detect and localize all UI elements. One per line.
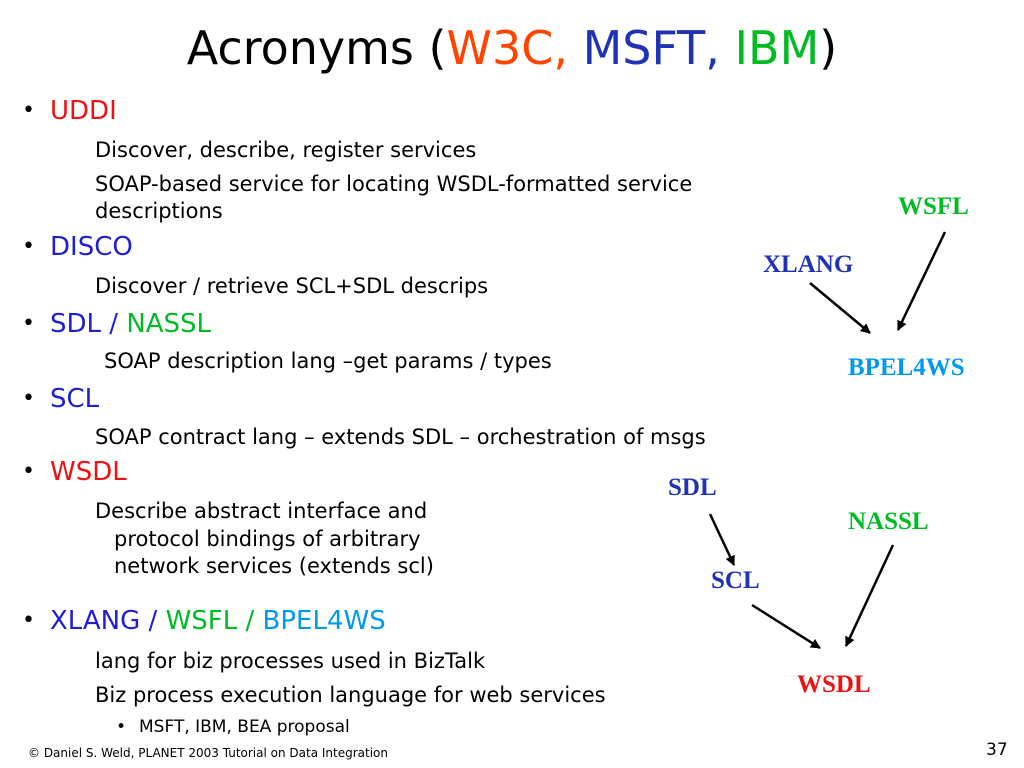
bullet-uddi: • (22, 98, 35, 123)
item-sdl-label2: NASSL (126, 309, 212, 339)
arrow-wsfl-to-bpel4ws (896, 231, 947, 331)
item-uddi-label: UDDI (50, 96, 117, 126)
arrow-scl-to-wsdl (751, 603, 821, 650)
item-xlang-label: XLANG / WSFL / BPEL4WS (50, 605, 386, 637)
item-wsdl-sub1c: network services (extends scl) (114, 554, 434, 578)
item-sdl-label1: SDL / (50, 309, 119, 339)
title-prefix: Acronyms ( (186, 21, 447, 75)
slide-title: Acronyms (W3C, MSFT, IBM) (0, 16, 1024, 80)
title-w3c: W3C, (446, 21, 568, 75)
item-uddi-sub2b: descriptions (95, 199, 223, 223)
arrow-sdl-to-scl (708, 513, 736, 566)
bullet-scl: • (22, 386, 35, 411)
title-ibm: IBM (734, 21, 820, 75)
item-disco-sub1: Discover / retrieve SCL+SDL descrips (95, 274, 489, 298)
bullet-xlang-sub3: • (116, 717, 127, 737)
item-sdl-label: SDL / NASSL (50, 308, 211, 340)
item-uddi-sub1: Discover, describe, register services (95, 138, 477, 162)
title-suffix: ) (819, 21, 838, 75)
bullet-sdl: • (22, 311, 35, 336)
diagram-node-sdl: SDL (668, 474, 717, 501)
bullet-disco: • (22, 234, 35, 259)
item-disco-label: DISCO (50, 232, 133, 262)
page-number: 37 (986, 740, 1008, 760)
item-scl-sub1: SOAP contract lang – extends SDL – orche… (95, 425, 706, 449)
diagram-node-bpel4ws: BPEL4WS (848, 354, 965, 381)
footer-credit: © Daniel S. Weld, PLANET 2003 Tutorial o… (28, 746, 388, 760)
arrow-nassl-to-wsdl (844, 544, 895, 647)
diagram-node-wsdl: WSDL (797, 671, 871, 698)
item-scl-label: SCL (50, 384, 100, 414)
bullet-wsdl: • (22, 459, 35, 484)
item-xlang-label2: WSFL / (165, 606, 255, 636)
item-xlang-label3: BPEL4WS (262, 606, 386, 636)
diagram-node-wsfl: WSFL (898, 193, 969, 220)
title-msft: MSFT, (582, 21, 720, 75)
diagram-node-nassl: NASSL (848, 508, 929, 535)
item-xlang-sub3: MSFT, IBM, BEA proposal (139, 717, 350, 737)
item-wsdl-sub1a: Describe abstract interface and (95, 499, 428, 523)
arrow-xlang-to-bpel4ws (809, 282, 871, 334)
item-uddi-sub2a: SOAP-based service for locating WSDL-for… (95, 172, 693, 196)
bullet-xlang: • (22, 608, 35, 633)
diagram-node-xlang: XLANG (763, 251, 854, 278)
item-wsdl-sub1b: protocol bindings of arbitrary (114, 527, 421, 551)
item-xlang-label1: XLANG / (50, 606, 158, 636)
item-sdl-sub1: SOAP description lang –get params / type… (104, 349, 552, 373)
diagram-node-scl: SCL (711, 567, 760, 594)
item-wsdl-label: WSDL (50, 457, 127, 487)
item-xlang-sub2: Biz process execution language for web s… (95, 683, 606, 707)
item-xlang-sub1: lang for biz processes used in BizTalk (95, 649, 486, 673)
